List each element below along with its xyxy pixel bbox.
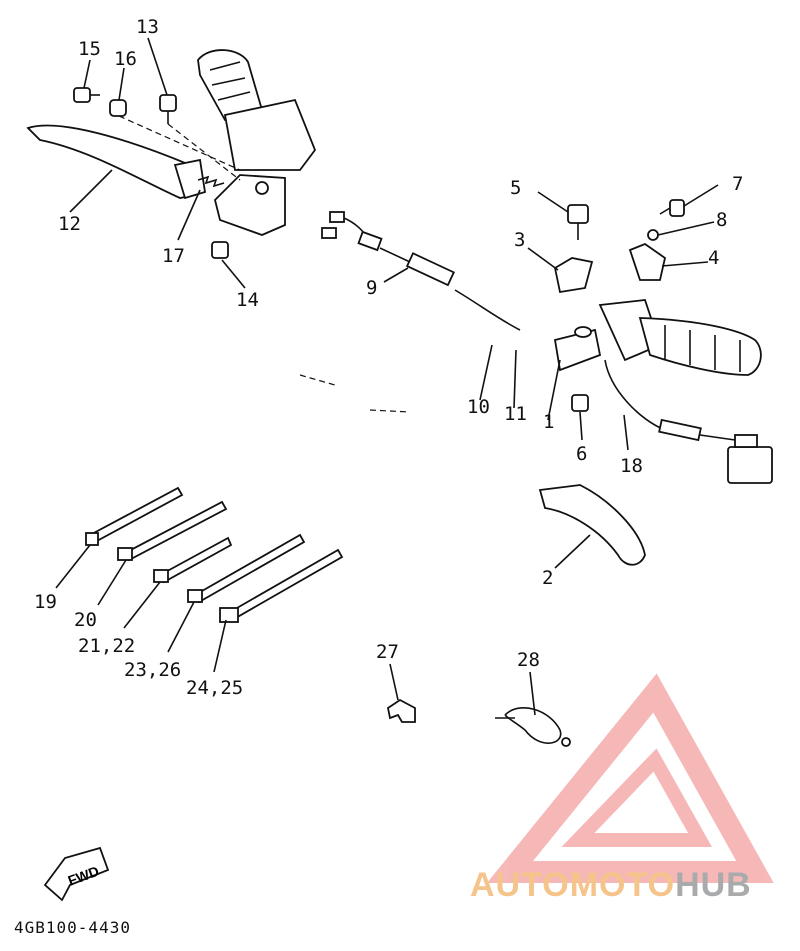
part-27-clamp xyxy=(386,698,416,723)
callout-9: 9 xyxy=(366,277,377,299)
callout-27: 27 xyxy=(376,641,399,663)
callout-17: 17 xyxy=(162,245,185,267)
fasteners-left xyxy=(73,87,229,259)
callout-11: 11 xyxy=(504,403,527,425)
callout-20: 20 xyxy=(74,609,97,631)
part-12-lever xyxy=(26,124,207,200)
lever-bracket xyxy=(214,174,286,236)
callout-12: 12 xyxy=(58,213,81,235)
callout-18: 18 xyxy=(620,455,643,477)
part-28-clamp xyxy=(495,706,571,747)
callout-19: 19 xyxy=(34,591,57,613)
callout-13: 13 xyxy=(136,16,159,38)
tie-20 xyxy=(117,500,228,562)
callout-5: 5 xyxy=(510,177,521,199)
part-18-harness xyxy=(604,359,773,484)
part-9-cable xyxy=(321,211,521,331)
left-grip xyxy=(197,49,317,171)
watermark-text: AUTOMOTOHUB xyxy=(470,866,752,905)
switch-parts xyxy=(553,199,685,412)
callout-14: 14 xyxy=(236,289,259,311)
callout-1: 1 xyxy=(543,411,554,433)
tie-24 xyxy=(219,548,344,623)
callout-3: 3 xyxy=(514,229,525,251)
part-2-lever xyxy=(538,484,646,566)
watermark-part2: HUB xyxy=(675,866,752,904)
cable-ties xyxy=(85,486,344,623)
tie-21 xyxy=(153,536,233,584)
callout-10: 10 xyxy=(467,396,490,418)
tie-19 xyxy=(85,486,184,546)
watermark-part1: AUTOMOTO xyxy=(470,866,676,904)
callouts: 13 15 16 12 17 14 5 3 7 8 4 9 10 11 1 6 … xyxy=(34,16,743,699)
tie-23 xyxy=(187,533,306,604)
callout-24-25: 24,25 xyxy=(186,677,243,699)
callout-16: 16 xyxy=(114,48,137,70)
callout-7: 7 xyxy=(732,173,743,195)
fwd-arrow-icon: FWD xyxy=(43,846,110,902)
callout-2: 2 xyxy=(542,567,553,589)
callout-15: 15 xyxy=(78,38,101,60)
right-grip xyxy=(553,299,762,376)
callout-8: 8 xyxy=(716,209,727,231)
callout-6: 6 xyxy=(576,443,587,465)
handlebar xyxy=(254,189,624,431)
watermark-logo xyxy=(486,673,774,883)
diagram-code: 4GB100-4430 xyxy=(14,918,131,937)
callout-23-26: 23,26 xyxy=(124,659,181,681)
leader-lines xyxy=(55,37,719,716)
callout-28: 28 xyxy=(517,649,540,671)
callout-4: 4 xyxy=(708,247,719,269)
callout-21-22: 21,22 xyxy=(78,635,135,657)
